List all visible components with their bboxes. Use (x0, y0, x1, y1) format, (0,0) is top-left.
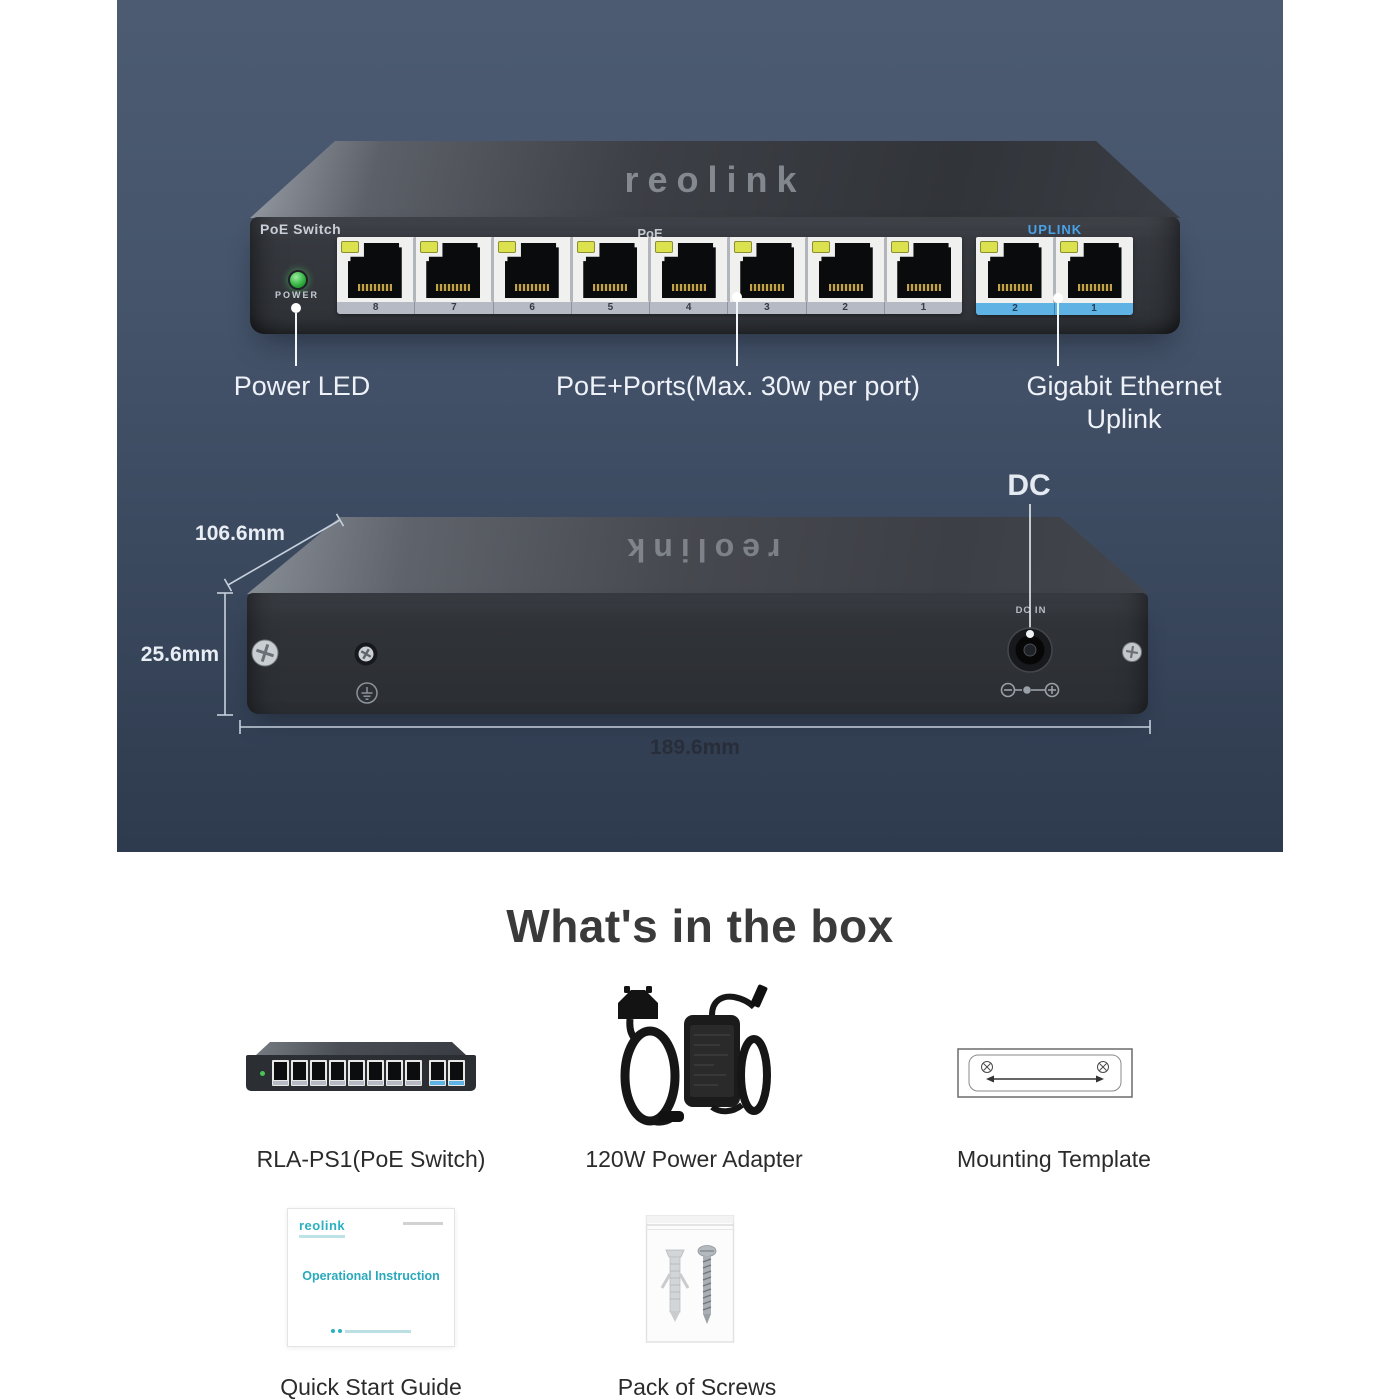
item-label-template: Mounting Template (957, 1146, 1151, 1172)
screw-icon (697, 1245, 717, 1324)
port-number: 4 (649, 302, 727, 314)
uplink-port-number-strip: 2 1 (976, 303, 1133, 315)
guide-tagline-bar (299, 1235, 345, 1238)
port-led-icon (1060, 241, 1078, 253)
spacing-arrow (986, 1075, 1104, 1083)
port-led-icon (733, 241, 752, 253)
item-label-switch: RLA-PS1(PoE Switch) (256, 1146, 486, 1172)
item-label-guide: Quick Start Guide (280, 1374, 462, 1400)
back-switch-rear-face (247, 593, 1148, 714)
item-label-screws: Pack of Screws (617, 1374, 777, 1400)
poe-ports-row (337, 237, 962, 302)
poe-port-block: 8 7 6 5 4 3 2 1 (337, 237, 962, 314)
dimension-height: 25.6mm (140, 643, 219, 666)
power-led-caption: POWER (274, 290, 320, 300)
guide-model-bar (403, 1222, 443, 1225)
port-led-icon (655, 241, 673, 253)
poe-port-number-strip: 8 7 6 5 4 3 2 1 (337, 302, 962, 314)
dimension-width: 189.6mm (650, 736, 740, 759)
uplink-port-1 (1053, 237, 1133, 303)
port-number: 1 (1054, 303, 1133, 315)
guide-title: Operational Instruction (302, 1269, 440, 1283)
uk-plug-icon (618, 990, 658, 1019)
rj45-port-4 (648, 237, 727, 302)
wall-anchor-icon (660, 1249, 690, 1322)
hero-panel: reolink PoE Switch POWER PoE UPLINK 8 7 (117, 0, 1283, 852)
thumb-pack-of-screws (645, 1215, 735, 1343)
dc-barrel-plug-icon (750, 984, 768, 1008)
annotation-dc: DC (1007, 469, 1051, 502)
port-led-icon (812, 241, 830, 253)
port-led-icon (890, 241, 909, 253)
port-number: 2 (805, 302, 884, 314)
port-number: 8 (372, 302, 379, 313)
uplink-port-block: 2 1 (976, 237, 1133, 315)
rj45-port-1 (883, 237, 962, 302)
port-number: 5 (570, 302, 649, 314)
section-title: What's in the box (506, 900, 894, 952)
dc-in-label: DC IN (1015, 605, 1047, 616)
rj45-port-6 (491, 237, 570, 302)
thumb-quick-start-guide: reolink Operational Instruction (287, 1208, 455, 1347)
dimension-depth: 106.6mm (195, 522, 285, 545)
port-led-icon (419, 241, 438, 253)
rj45-port-5 (569, 237, 648, 302)
uplink-ports-row (976, 237, 1133, 303)
port-number: 2 (1012, 303, 1018, 314)
uplink-port-2 (976, 237, 1053, 303)
annotation-uplink-line1: Gigabit Ethernet (1026, 371, 1222, 401)
guide-brand-logo: reolink (299, 1218, 346, 1233)
rj45-port-3 (726, 237, 805, 302)
port-led-icon (498, 241, 516, 253)
port-number: 7 (414, 302, 492, 314)
rj45-port-8 (337, 237, 413, 302)
thumb-mounting-template (957, 1048, 1133, 1098)
rj45-jack-icon (426, 243, 481, 298)
guide-footer (331, 1329, 411, 1333)
port-led-icon (980, 241, 998, 253)
port-number: 1 (883, 302, 962, 314)
power-led-indicator (288, 270, 308, 290)
back-switch-top-face: reolink (247, 517, 1148, 594)
rj45-port-7 (412, 237, 491, 302)
annotation-uplink-line2: Uplink (1086, 404, 1162, 434)
thumb-poe-switch (246, 1042, 476, 1091)
uplink-group-label: UPLINK (1027, 222, 1083, 237)
port-led-icon (576, 241, 595, 253)
screw-hole-marks (981, 1061, 1109, 1073)
annotation-poe-ports: PoE+Ports(Max. 30w per port) (556, 371, 920, 401)
brand-logo-back: reolink (619, 532, 781, 568)
port-number: 3 (727, 302, 805, 314)
brand-logo-front: reolink (624, 159, 806, 200)
port-number: 6 (492, 302, 571, 314)
thumb-power-adapter (618, 984, 771, 1126)
rj45-port-2 (805, 237, 884, 302)
port-led-icon (341, 241, 359, 253)
thumb-power-led (260, 1070, 265, 1076)
annotation-power-led: Power LED (233, 371, 371, 401)
front-switch-top-face: reolink (250, 141, 1180, 218)
device-model-label: PoE Switch (260, 221, 342, 237)
item-label-adapter: 120W Power Adapter (585, 1146, 803, 1172)
